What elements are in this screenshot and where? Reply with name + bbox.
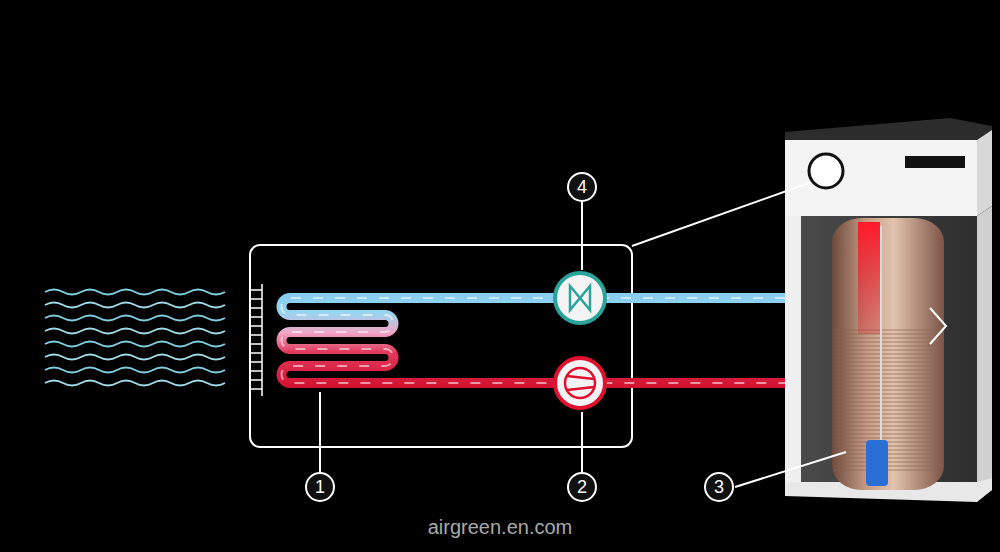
display-slot: [905, 156, 965, 168]
air-waves: [45, 290, 225, 386]
leader-line: [581, 202, 583, 270]
callout-number: 4: [577, 178, 587, 196]
pipe-highlight: [282, 298, 785, 383]
leader-lines: [320, 202, 846, 487]
compressor-symbol: [567, 376, 594, 390]
watermark: airgreen.en.com: [428, 517, 573, 537]
inlet-pipe: [880, 226, 882, 470]
water-tank-unit: [785, 118, 992, 502]
cabinet-side: [977, 130, 992, 216]
expansion-valve: [555, 273, 605, 323]
air-wave: [45, 342, 225, 347]
chevron: [930, 308, 946, 344]
callout-circle: [306, 473, 334, 501]
hot-water-band: [858, 222, 880, 334]
callout-number: 3: [714, 478, 724, 496]
leader-line: [735, 452, 846, 487]
air-wave: [45, 316, 225, 321]
cabinet-left-wall: [785, 216, 801, 486]
air-wave: [45, 381, 225, 386]
refrigerant-pipe: [282, 298, 785, 383]
leader-line: [581, 412, 583, 472]
cabinet-right-wall: [977, 206, 992, 500]
compressor-symbol: [565, 368, 595, 398]
callout-circle: [568, 173, 596, 201]
valve-symbol: [570, 286, 590, 310]
callout-number: 1: [315, 478, 325, 496]
water-tank: [832, 218, 944, 490]
compressor: [555, 358, 605, 408]
evaporator-fins: [250, 284, 262, 396]
cold-water-band: [866, 440, 888, 486]
callout-circles: [306, 173, 733, 501]
zoom-leader: [632, 183, 809, 246]
callout-number: 2: [577, 478, 587, 496]
callout-circle: [705, 473, 733, 501]
control-dial: [809, 154, 843, 188]
air-wave: [45, 355, 225, 360]
air-wave: [45, 329, 225, 334]
air-wave: [45, 290, 225, 295]
air-wave: [45, 303, 225, 308]
cabinet-top-box: [785, 140, 977, 216]
callout-circle: [568, 473, 596, 501]
cabinet-lid: [785, 118, 992, 142]
leader-line: [319, 392, 321, 472]
air-wave: [45, 368, 225, 373]
